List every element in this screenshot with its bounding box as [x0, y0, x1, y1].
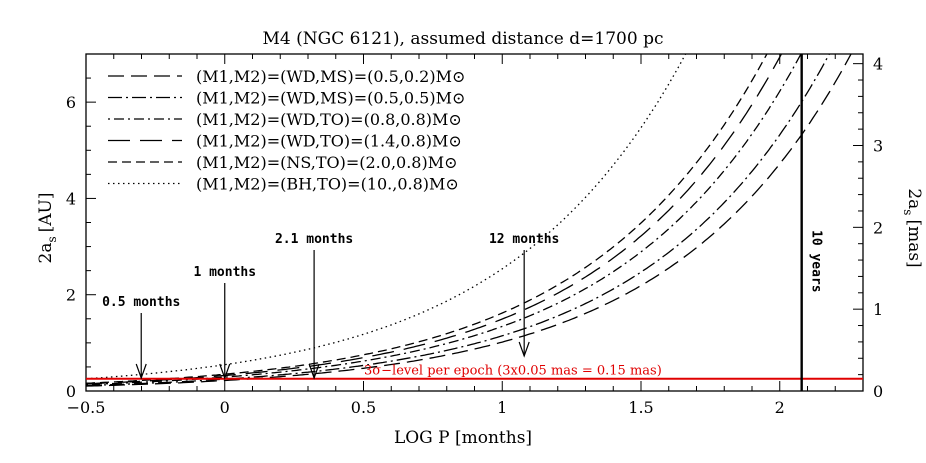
y-tick-label: 6 [66, 93, 76, 112]
chart-title: M4 (NGC 6121), assumed distance d=1700 p… [263, 29, 664, 49]
legend-label-2: (M1,M2)=(WD,MS)=(0.5,0.5)M⊙ [196, 89, 465, 108]
reference-line-label: 3σ−level per epoch (3x0.05 mas = 0.15 ma… [364, 364, 662, 379]
legend-label-1: (M1,M2)=(WD,MS)=(0.5,0.2)M⊙ [196, 67, 465, 86]
series-line-1 [86, 54, 852, 387]
legend-label-5: (M1,M2)=(NS,TO)=(2.0,0.8)M⊙ [196, 153, 458, 172]
y-axis-label-right: 2as [mas] [901, 188, 924, 267]
legend-label-4: (M1,M2)=(WD,TO)=(1.4,0.8)M⊙ [196, 132, 462, 151]
x-tick-label: 1.5 [628, 398, 653, 417]
x-tick-label: 2 [775, 398, 785, 417]
y2-tick-label: 1 [873, 300, 883, 319]
y-tick-label: 4 [66, 189, 76, 208]
period-arrow-head-2 [219, 363, 231, 380]
y-axis-label-right-unit: [mas] [904, 219, 924, 267]
y-axis-label-left-sub: s [45, 236, 59, 242]
period-label-3: 2.1 months [275, 232, 353, 247]
series-line-6 [86, 54, 687, 380]
y-axis-label-left-main: 2a [36, 243, 56, 264]
period-label-4: 12 months [489, 232, 559, 247]
y-tick-label: 2 [66, 286, 76, 305]
legend-label-6: (M1,M2)=(BH,TO)=(10.,0.8)M⊙ [196, 175, 459, 194]
period-arrow-head-1 [135, 363, 147, 380]
legend-label-3: (M1,M2)=(WD,TO)=(0.8,0.8)M⊙ [196, 110, 462, 129]
x-tick-label: −0.5 [67, 398, 106, 417]
series-line-2 [86, 54, 831, 387]
y-axis-label-right-sub: s [901, 209, 915, 215]
y2-tick-label: 0 [873, 382, 883, 401]
y-axis-label-right-main: 2a [904, 188, 924, 209]
period-arrow-head-4 [518, 341, 530, 358]
x-tick-label: 0.5 [351, 398, 376, 417]
x-axis-label: LOG P [months] [394, 428, 532, 448]
y-axis-label-left: 2as [AU] [36, 193, 59, 264]
y-tick-label: 0 [66, 382, 76, 401]
x-tick-label: 1 [497, 398, 507, 417]
period-arrow-head-3 [308, 363, 320, 380]
x-tick-label: 0 [220, 398, 230, 417]
y2-tick-label: 4 [873, 55, 883, 74]
y2-tick-label: 3 [873, 136, 883, 155]
period-label-2: 1 months [193, 265, 256, 280]
period-label-1: 0.5 months [102, 295, 180, 310]
ten-year-label: 10 years [809, 230, 824, 293]
series-line-4 [86, 54, 783, 385]
y2-tick-label: 2 [873, 218, 883, 237]
y-axis-label-left-unit: [AU] [36, 193, 56, 233]
series-line-5 [86, 54, 768, 384]
